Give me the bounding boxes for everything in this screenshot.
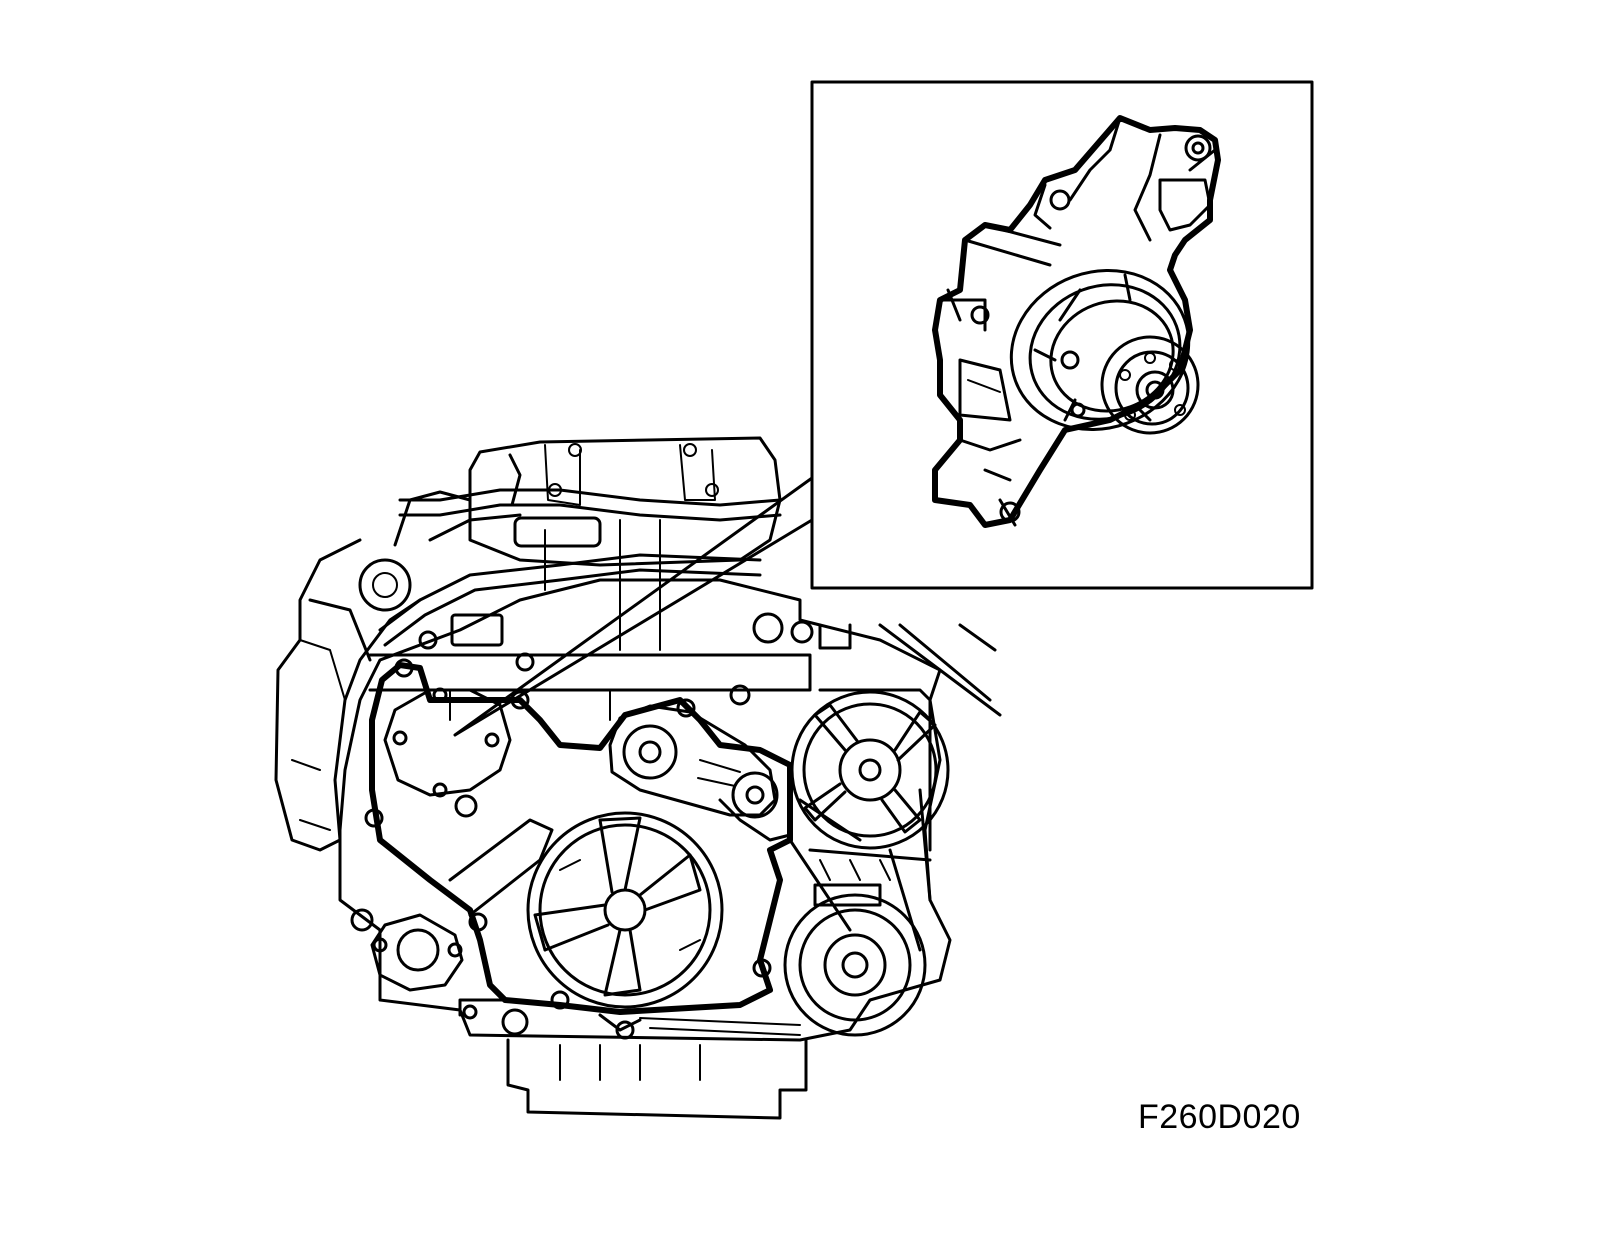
engine-assembly: [274, 436, 1002, 1120]
accessory-belt: [788, 788, 932, 932]
belt-tensioner: [608, 704, 777, 817]
crankshaft-pulley: [526, 811, 724, 1009]
ac-compressor-pulley: [790, 690, 950, 850]
callout-leader: [453, 476, 814, 737]
detail-callout: [453, 80, 1314, 737]
alternator-pulley: [783, 893, 927, 1037]
water-pump-detail: [932, 115, 1221, 528]
engine-block: [338, 578, 952, 1042]
lower-left-boss: [350, 908, 464, 992]
water-pump-hub: [1100, 335, 1200, 435]
turbo-fitting: [358, 558, 412, 612]
figure-code-label: F260D020: [1138, 1098, 1301, 1136]
intake-plenum: [468, 436, 782, 567]
timing-cover-gasket: [369, 662, 793, 1015]
exhaust-manifold: [274, 538, 422, 852]
detail-inset-frame: [810, 80, 1314, 590]
oil-sump: [506, 1038, 808, 1120]
water-pump-location: [383, 688, 512, 797]
